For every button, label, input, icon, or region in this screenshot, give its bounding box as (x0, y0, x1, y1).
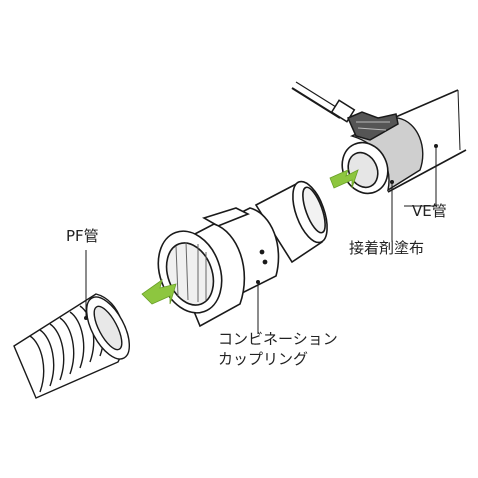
brush (291, 81, 399, 141)
leader-lines (85, 146, 437, 334)
arrow-ve-into-coupling (329, 169, 359, 189)
ve-pipe-label: VE管 (412, 202, 447, 220)
pf-pipe-label: PF管 (66, 227, 99, 245)
leader-dots (84, 144, 438, 320)
coupling-label-line2: カップリング (218, 350, 309, 368)
arrow-pf-into-coupling (141, 279, 177, 305)
coupling-label-line1: コンビネーション (218, 330, 338, 348)
coupling (157, 180, 328, 328)
adhesive-label: 接着剤塗布 (349, 239, 425, 257)
pf-pipe (13, 293, 131, 399)
